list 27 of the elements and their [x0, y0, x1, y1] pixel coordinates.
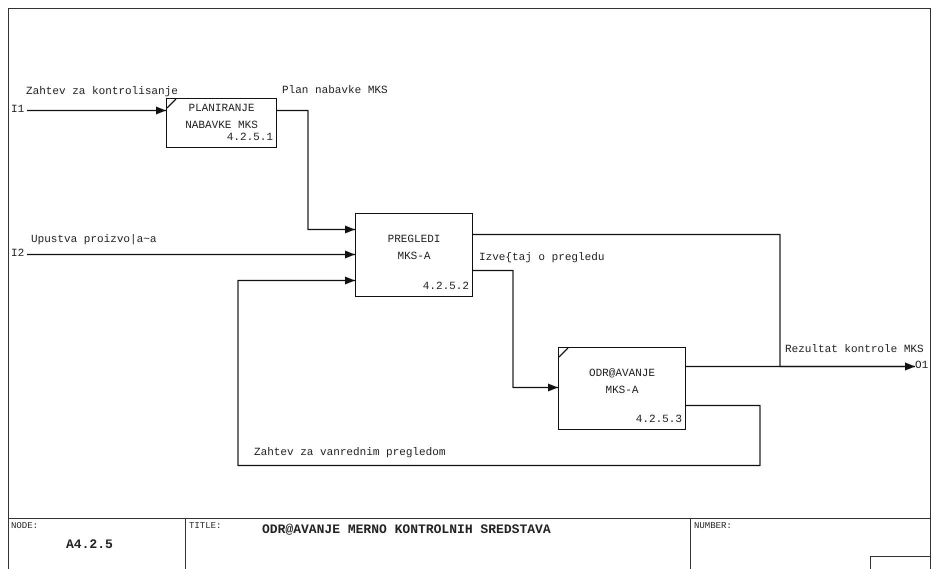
arrow — [277, 110, 355, 234]
activity-name: PLANIRANJE NABAVKE MKS — [184, 102, 259, 132]
activity-box — [166, 98, 277, 148]
edge-label: Izve{taj o pregledu — [478, 252, 606, 264]
cell-label: TITLE: — [189, 521, 222, 531]
arrow — [473, 270, 558, 392]
activity-box — [558, 347, 686, 430]
arrow — [27, 250, 355, 258]
diagram-title: ODR@AVANJE MERNO KONTROLNIH SREDSTAVA — [262, 522, 551, 537]
activity-box — [355, 213, 473, 297]
node-number: A4.2.5 — [66, 537, 113, 552]
boundary-label: O1 — [915, 360, 928, 372]
cell-label: NODE: — [11, 521, 38, 531]
activity-number: 4.2.5.3 — [636, 414, 682, 426]
activity-name: PREGLEDI MKS-A — [386, 233, 442, 265]
activity-name: ODR@AVANJE MKS-A — [588, 367, 656, 399]
boundary-label: I2 — [11, 248, 24, 260]
arrow — [237, 276, 761, 466]
boundary-label: I1 — [11, 104, 24, 116]
cell-label: NUMBER: — [694, 521, 732, 531]
arrow — [686, 362, 915, 370]
edge-label: Zahtev za vanrednim pregledom — [253, 447, 446, 459]
activity-number: 4.2.5.1 — [226, 132, 273, 144]
arrow — [27, 106, 166, 114]
activity-number: 4.2.5.2 — [422, 281, 469, 293]
edge-label: Upustva proizvo|a~a — [30, 234, 158, 246]
edge-label: Zahtev za kontrolisanje — [25, 86, 179, 98]
